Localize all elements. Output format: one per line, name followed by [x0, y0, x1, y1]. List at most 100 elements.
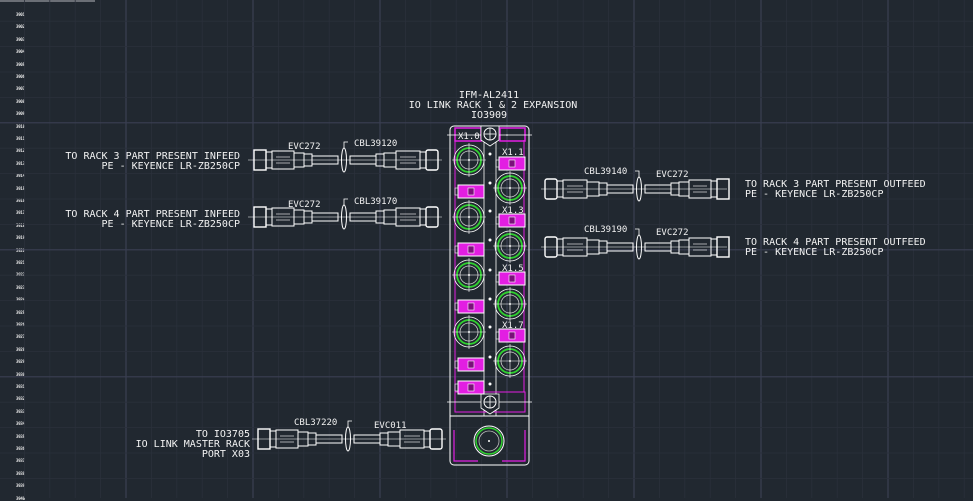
row-number: 3933 [16, 408, 25, 414]
port-X1-7[interactable]: X1.7 [493, 321, 527, 378]
top-mounting-hole-icon [480, 125, 500, 147]
cable-label: CBL39140 [584, 167, 627, 177]
destination-line-1: TO RACK 3 PART PRESENT INFEED [65, 151, 240, 162]
indicator-dot [488, 268, 492, 272]
module-part-number: IFM-AL2411 [459, 90, 519, 101]
destination-line-2: PE - KEYENCE LR-ZB250CP [745, 189, 883, 200]
row-number: 3916 [16, 198, 25, 203]
row-number: 3907 [16, 86, 25, 92]
cable-assembly-icon [252, 420, 446, 452]
row-number: 3927 [16, 334, 25, 340]
destination-line-1: TO RACK 4 PART PRESENT OUTFEED [745, 237, 926, 248]
row-number: 3929 [16, 359, 25, 365]
row-number: 3938 [16, 470, 25, 476]
bottom-mounting-hole-icon [480, 393, 500, 415]
port-X1-1[interactable]: X1.1 [493, 148, 527, 205]
connector-label: EVC272 [656, 228, 689, 238]
indicator-dot [488, 181, 492, 185]
uplink-connection[interactable]: TO IO3705 IO LINK MASTER RACK PORT X03 C… [136, 418, 446, 460]
uplink-destination-line-1: TO IO3705 [196, 429, 250, 440]
status-led-icon [454, 299, 485, 314]
port-label: X1.3 [502, 206, 524, 216]
module-title-block: IFM-AL2411 IO LINK RACK 1 & 2 EXPANSION … [409, 90, 578, 121]
port-X1-3[interactable]: X1.3 [493, 206, 527, 263]
row-number: 3930 [16, 371, 25, 377]
row-number: 3904 [16, 49, 25, 55]
row-number: 3918 [16, 222, 25, 228]
row-number: 3906 [16, 74, 25, 79]
cable-label: CBL39170 [354, 197, 397, 207]
row-number: 3919 [16, 235, 25, 241]
status-led-icon [454, 380, 485, 395]
status-led-icon [454, 184, 485, 199]
row-number: 3937 [16, 458, 25, 464]
status-led-icon [495, 271, 526, 286]
indicator-dot [488, 238, 492, 242]
row-number: 3909 [16, 111, 25, 117]
status-led-icon [495, 213, 526, 228]
destination-line-1: TO RACK 3 PART PRESENT OUTFEED [745, 179, 926, 190]
cable-assembly-icon [248, 198, 442, 230]
label-strip-right [499, 127, 526, 142]
row-number: 3915 [16, 185, 25, 191]
left-connection-2[interactable]: TO RACK 4 PART PRESENT INFEED PE - KEYEN… [65, 197, 442, 230]
port-label: X1.7 [502, 321, 524, 331]
right-connection-1[interactable]: CBL39140 EVC272 TO RACK 3 PART PRESENT O… [541, 167, 926, 202]
cable-label: CBL37220 [294, 418, 337, 428]
row-number: 3902 [16, 24, 25, 30]
indicator-dot [488, 209, 492, 213]
row-number: 3926 [16, 322, 25, 327]
cable-assembly-icon [541, 170, 730, 202]
port-label: X1.5 [502, 264, 524, 274]
port-X1-5[interactable]: X1.5 [493, 264, 527, 321]
port-label: X1.0 [458, 132, 480, 142]
cable-label: CBL39120 [354, 139, 397, 149]
connector-label: EVC272 [288, 200, 321, 210]
row-number: 3924 [16, 297, 25, 303]
row-number: 3931 [16, 384, 25, 389]
right-connection-2[interactable]: CBL39190 EVC272 TO RACK 4 PART PRESENT O… [541, 225, 926, 260]
indicator-dot [488, 382, 492, 386]
connector-label: EVC272 [288, 142, 321, 152]
row-number: 3911 [16, 136, 25, 141]
row-number: 3932 [16, 396, 25, 402]
row-number: 3925 [16, 309, 25, 315]
indicator-dot [488, 152, 492, 156]
row-number: 3923 [16, 284, 25, 290]
viewport-top-bar [0, 0, 95, 2]
row-number: 3903 [16, 36, 25, 42]
row-number: 3939 [16, 483, 25, 489]
status-led-icon [495, 328, 526, 343]
row-number: 3921 [16, 260, 25, 265]
indicator-dot [488, 325, 492, 329]
connector-label: EVC011 [374, 421, 407, 431]
uplink-port-icon[interactable] [453, 425, 526, 462]
row-number: 3905 [16, 61, 25, 67]
destination-line-1: TO RACK 4 PART PRESENT INFEED [65, 209, 240, 220]
port-X1-0[interactable]: X1.0 [452, 132, 486, 177]
destination-line-2: PE - KEYENCE LR-ZB250CP [745, 247, 883, 258]
status-led-icon [495, 156, 526, 171]
row-number: 3935 [16, 433, 25, 439]
row-number: 3936 [16, 446, 25, 451]
destination-line-2: PE - KEYENCE LR-ZB250CP [102, 161, 240, 172]
port-label: X1.1 [502, 148, 524, 158]
left-connection-1[interactable]: TO RACK 3 PART PRESENT INFEED PE - KEYEN… [65, 139, 442, 173]
row-number: 3914 [16, 173, 25, 179]
row-number: 3917 [16, 210, 25, 216]
row-number: 3934 [16, 421, 25, 427]
module-description: IO LINK RACK 1 & 2 EXPANSION [409, 100, 578, 111]
cable-assembly-icon [541, 228, 730, 260]
uplink-destination-line-3: PORT X03 [202, 449, 250, 460]
io-link-module[interactable]: X1.0X1.2X1.4X1.6X1.1X1.3X1.5X1.7 [447, 125, 532, 466]
cable-label: CBL39190 [584, 225, 627, 235]
row-number: 3908 [16, 98, 25, 104]
cable-assembly-icon [248, 141, 442, 173]
destination-line-2: PE - KEYENCE LR-ZB250CP [102, 219, 240, 230]
row-number: 3912 [16, 148, 25, 154]
row-number: 3901 [16, 12, 25, 17]
module-tag: IO3909 [471, 110, 507, 121]
uplink-destination-line-2: IO LINK MASTER RACK [136, 439, 250, 450]
